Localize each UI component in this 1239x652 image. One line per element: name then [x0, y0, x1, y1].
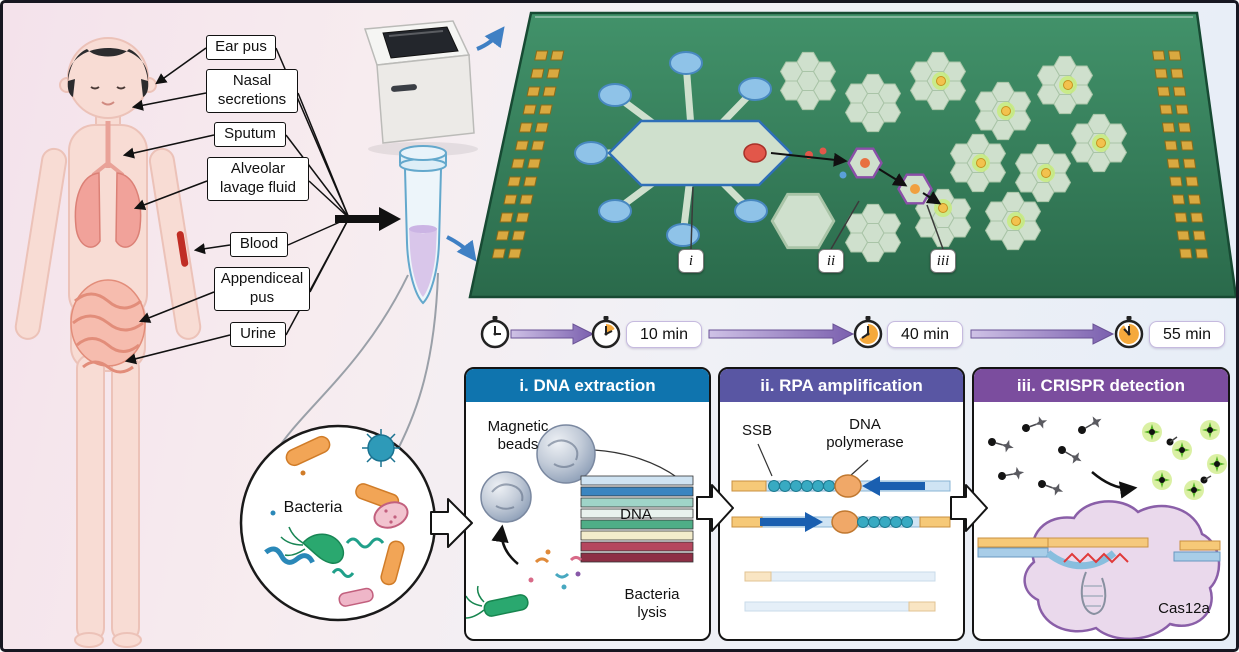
large-hexagon: [770, 192, 836, 250]
clock-start-icon: [480, 316, 510, 349]
organs: [70, 121, 146, 374]
tube-cap: [399, 145, 447, 161]
mouth: [101, 101, 115, 106]
chip-marker-i: i: [678, 249, 704, 273]
time-badge-55min: 55 min: [1149, 321, 1225, 348]
quenched-reporters: [986, 413, 1104, 498]
time-badge-10min: 10 min: [626, 321, 702, 348]
chip-zone-i: [574, 51, 793, 247]
right-leg: [111, 354, 140, 642]
polymerase-label: DNA polymerase: [826, 416, 904, 451]
chip-flow-arrows: [770, 152, 942, 205]
cas12a-label: Cas12a: [1158, 600, 1210, 617]
crrna-zigzag: [1063, 552, 1129, 564]
panel-crispr-detection-header: iii. CRISPR detection: [974, 369, 1228, 402]
sample-tube: [399, 145, 447, 305]
panel-dna-extraction: i. DNA extraction: [464, 367, 711, 641]
dna-extraction-art: [466, 424, 694, 619]
device-screen: [382, 26, 459, 59]
lungs: [74, 172, 101, 248]
vibrio-bacterium: [301, 533, 345, 564]
cas12a-protein: [1023, 500, 1221, 639]
lysed-fragments: [528, 549, 583, 590]
time-badge-40min: 40 min: [887, 321, 963, 348]
clock-55min-icon: [1114, 316, 1144, 349]
magnetic-bead: [480, 471, 532, 523]
panel-rpa-amplification: ii. RPA amplification: [718, 367, 965, 641]
virus-particle: [362, 429, 400, 467]
timeline: [480, 316, 1144, 349]
figure-art: [14, 11, 1236, 648]
dna-stack: [580, 475, 694, 563]
rpa-strand-top: [731, 474, 951, 498]
timeline-arrow-3: [970, 323, 1115, 345]
label-pointer-lines: [122, 47, 231, 365]
marker-stems: [690, 186, 944, 250]
cleavage-arrow: [1091, 471, 1138, 499]
rpa-art: [731, 443, 951, 612]
fluorescent-reporters: [1142, 420, 1227, 500]
label-sputum: Sputum: [214, 122, 286, 147]
clock-40min-icon: [853, 316, 883, 349]
label-nasal-secretions: Nasal secretions: [206, 69, 298, 113]
hair: [67, 48, 149, 81]
capture-arrow: [491, 524, 519, 565]
device-slot: [391, 84, 417, 92]
panel-crispr-detection: iii. CRISPR detection: [972, 367, 1230, 641]
magnetic-bead: [536, 424, 596, 484]
label-urine: Urine: [230, 322, 286, 347]
timeline-arrow-1: [510, 323, 595, 345]
to-chip-arrows: [446, 26, 505, 262]
to-tube-arrow: [335, 207, 401, 231]
patient-body: [14, 37, 202, 648]
microfluidic-chip: [468, 11, 1236, 299]
tube-liquid: [409, 228, 437, 297]
bacterium: [483, 594, 529, 617]
sample-droplet: [743, 143, 767, 163]
label-alveolar-lavage: Alveolar lavage fluid: [207, 157, 309, 201]
chip-marker-ii: ii: [818, 249, 844, 273]
panel-dna-extraction-header: i. DNA extraction: [466, 369, 709, 402]
bacteria-circle: [239, 424, 437, 622]
chip-marker-iii: iii: [930, 249, 956, 273]
bacteria-label: Bacteria: [283, 499, 343, 516]
target-dna: [977, 537, 1221, 570]
polymerase-blob: [831, 510, 859, 534]
product-strands: [744, 571, 936, 612]
dna-label: DNA: [620, 506, 652, 523]
bacteria-lysis-label: Bacteria lysis: [624, 586, 680, 621]
label-blood: Blood: [230, 232, 288, 257]
polymerase-blob: [834, 474, 862, 498]
left-leg: [76, 354, 105, 642]
funnel-lines: [274, 272, 439, 454]
label-appendiceal-pus: Appendiceal pus: [214, 267, 310, 311]
blood-draw-site: [176, 231, 189, 267]
bacteria-illustration: [264, 429, 409, 607]
panel-rpa-amplification-header: ii. RPA amplification: [720, 369, 963, 402]
instrument-device: [363, 20, 478, 156]
crispr-art: [977, 402, 1227, 639]
right-arm: [148, 147, 202, 340]
label-ear-pus: Ear pus: [206, 35, 276, 60]
clock-10min-icon: [591, 316, 621, 349]
rpa-strand-bottom: [731, 510, 951, 534]
magnetic-beads-label: Magnetic beads: [487, 418, 549, 453]
left-arm: [14, 147, 68, 340]
eyes: [90, 86, 126, 90]
ssb-label: SSB: [741, 422, 772, 439]
reagent-wells: [574, 51, 772, 247]
sgrna-scaffold: [1080, 571, 1107, 616]
timeline-arrow-2: [708, 323, 855, 345]
